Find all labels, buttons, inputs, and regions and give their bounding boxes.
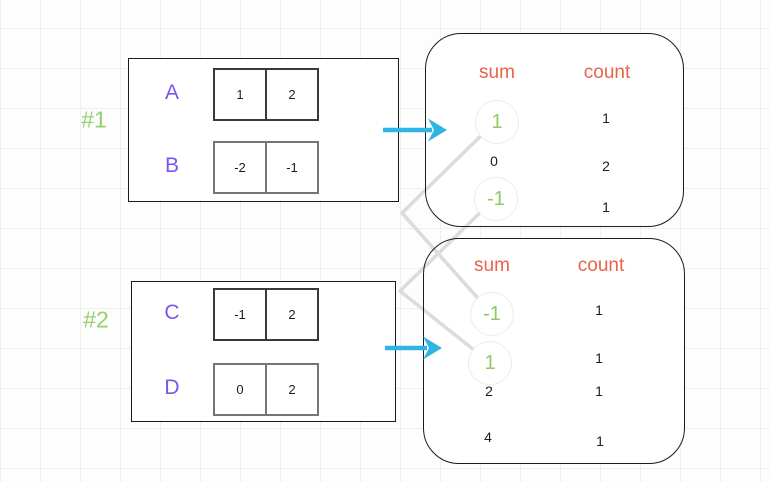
group2-count-value-0: 1	[595, 302, 603, 318]
array-a-cell-1: 2	[265, 68, 319, 121]
array-c-cell-0: -1	[213, 288, 267, 341]
group1-count-value-0: 1	[602, 110, 610, 126]
array-c-cell-1: 2	[265, 288, 319, 341]
group2-sum-value-2: 2	[485, 383, 493, 399]
array-c-label: C	[164, 301, 180, 324]
group2-sum-value-1: 1	[484, 351, 496, 374]
group2-sum-1-highlight-circle: 1	[468, 341, 512, 385]
group1-count-value-2: 1	[602, 199, 610, 215]
group1-sum-header: sum	[479, 62, 515, 83]
array-d-cells: 0 2	[213, 363, 319, 416]
array-c-cells: -1 2	[213, 288, 319, 341]
group1-sum-value-2: -1	[487, 187, 505, 210]
group2-sum-value-3: 4	[484, 429, 492, 445]
group2-count-value-1: 1	[595, 350, 603, 366]
group2-result-box-fill	[423, 238, 683, 462]
group2-count-value-2: 1	[595, 383, 603, 399]
group2-sum-value-0: -1	[483, 302, 501, 325]
array-d-cell-0: 0	[213, 363, 267, 416]
group2-tag: #2	[83, 306, 109, 333]
array-a-cell-0: 1	[213, 68, 267, 121]
array-d-label: D	[164, 376, 180, 399]
group2-sum-header: sum	[474, 255, 510, 276]
array-b-cell-1: -1	[265, 141, 319, 194]
group1-result-box-fill	[425, 33, 682, 225]
array-b-cells: -2 -1	[213, 141, 319, 194]
group1-sum--1-highlight-circle: -1	[474, 177, 518, 221]
group2-sum--1-highlight-circle: -1	[470, 292, 514, 336]
array-a-cells: 1 2	[213, 68, 319, 121]
group1-count-header: count	[583, 62, 631, 83]
group2-count-value-3: 1	[596, 433, 604, 449]
group1-sum-value-1: 0	[490, 153, 498, 169]
array-a-label: A	[164, 81, 180, 104]
group1-count-value-1: 2	[602, 158, 610, 174]
array-b-label: B	[164, 154, 180, 177]
group1-sum-value-0: 1	[491, 110, 503, 133]
group2-count-header: count	[577, 255, 625, 276]
array-d-cell-1: 2	[265, 363, 319, 416]
group1-tag: #1	[81, 106, 107, 133]
array-b-cell-0: -2	[213, 141, 267, 194]
group1-sum-1-highlight-circle: 1	[475, 100, 519, 144]
